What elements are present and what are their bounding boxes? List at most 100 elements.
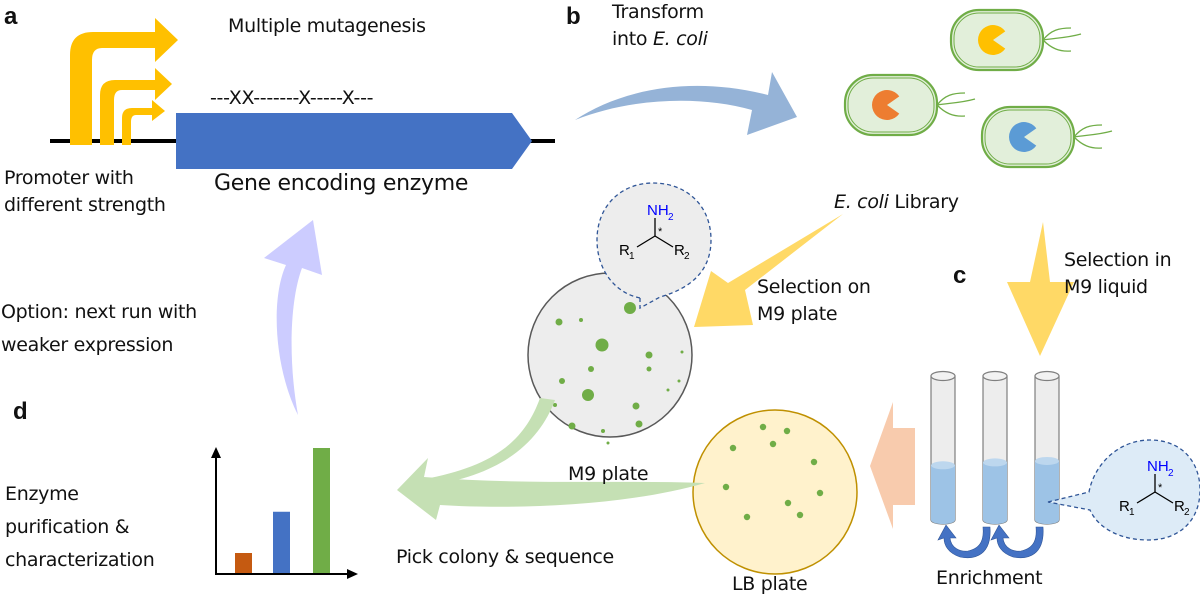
enzyme-label-line3: characterization [5,549,155,571]
colony [796,511,804,519]
culture-tube [930,370,956,525]
flagellum [1073,130,1113,138]
activity-bar-chart [211,447,358,579]
substrate-bubble-liquid [1047,439,1200,541]
enzyme-label-line2: purification & [5,516,130,538]
colony [645,351,653,359]
tube-liquid [1035,460,1059,524]
colony [595,338,609,352]
option-arrow [264,220,322,415]
gene-block [176,113,532,169]
cell-membrane [949,8,1045,72]
panel-label-b: b [566,3,581,30]
mutagenesis-title: Multiple mutagenesis [228,15,426,37]
r2-label: R [1174,498,1185,515]
colony [677,379,681,383]
amine-group-label: NH [1147,458,1169,475]
ecoli-library [843,8,1113,169]
flagellum [1073,124,1103,138]
enzyme-label-line1: Enzyme [5,483,79,505]
r1-label: R [1119,498,1130,515]
r2-subscript: 2 [684,251,690,262]
colony [743,513,751,521]
liquid-surface [1035,456,1059,465]
flagellum [1042,27,1072,41]
colony [579,318,583,322]
colony [810,458,818,466]
colony [680,350,684,354]
bar-variant-2 [273,511,290,573]
r1-subscript: 1 [629,251,635,262]
colony [582,389,594,401]
m9-plate [527,272,693,445]
m9-plate-label: M9 plate [568,463,649,485]
enrichment-label: Enrichment [936,567,1043,589]
colony [555,318,563,326]
selection-plate-line1: Selection on [757,276,871,298]
enzyme-yellow-icon [978,24,1006,55]
cell-membrane [980,105,1076,169]
selection-liquid-line2: M9 liquid [1064,276,1148,298]
colony [606,441,610,445]
transform-label-line2: into E. coli [612,27,708,51]
enzyme-orange-icon [872,90,900,120]
bubble-outline [596,182,712,310]
colony [568,422,576,430]
enrichment-arrow-1 [937,524,991,559]
tube-liquid [983,462,1007,524]
r2-subscript: 2 [1184,507,1190,518]
colony [769,440,777,448]
r2-label: R [674,242,685,259]
promoter-arrow-medium [100,68,172,145]
culture-tube [982,370,1008,525]
colony [624,302,636,314]
flagellum [936,92,966,106]
flagellum [1042,33,1082,41]
pick-colony-arrow [397,458,705,520]
selection-plate-arrow [694,214,843,327]
promoter-label-line1: Promoter with [4,167,134,189]
panel-label-c: c [953,262,967,289]
flagellum [936,98,976,106]
selection-plate-line2: M9 plate [757,303,838,325]
bar-variant-1 [235,553,252,573]
pick-colony-label: Pick colony & sequence [396,546,614,568]
amine-subscript: 2 [1168,468,1174,479]
colony [588,366,594,372]
transform-arrow [575,72,797,135]
enrichment-arrow-2 [990,524,1044,559]
panel-label-d: d [13,398,28,425]
option-label-line1: Option: next run with [1,301,197,323]
enzyme-blue-icon [1009,122,1037,153]
ecoli-cell [980,105,1113,169]
tube-opening [1034,370,1060,382]
culture-tubes [930,370,1060,525]
ecoli-cell [843,73,976,137]
r1-label: R [619,242,630,259]
transform-label-prefix: into [612,28,653,50]
pick-colony-arrow-m9 [426,398,555,486]
colony [635,420,643,428]
library-suffix: Library [888,191,959,213]
flagellum [1042,39,1072,52]
selection-liquid-arrow [1007,222,1074,356]
r1-subscript: 1 [1129,507,1135,518]
culture-tube [1034,370,1060,525]
colony [559,378,565,384]
stereocenter-mark: * [658,226,663,238]
colony [646,366,652,372]
amine-subscript: 2 [668,212,674,223]
colony [783,427,791,435]
cell-wall [953,12,1041,68]
mutation-string: ---XX-------X-----X--- [210,87,374,109]
tube-opening [930,370,956,382]
chart-x-axis-arrowhead [347,569,358,579]
gene-label: Gene encoding enzyme [214,171,469,196]
liquid-surface [983,458,1007,467]
colony [666,388,670,392]
colony [722,483,730,491]
m9-plate-dish [527,272,693,438]
